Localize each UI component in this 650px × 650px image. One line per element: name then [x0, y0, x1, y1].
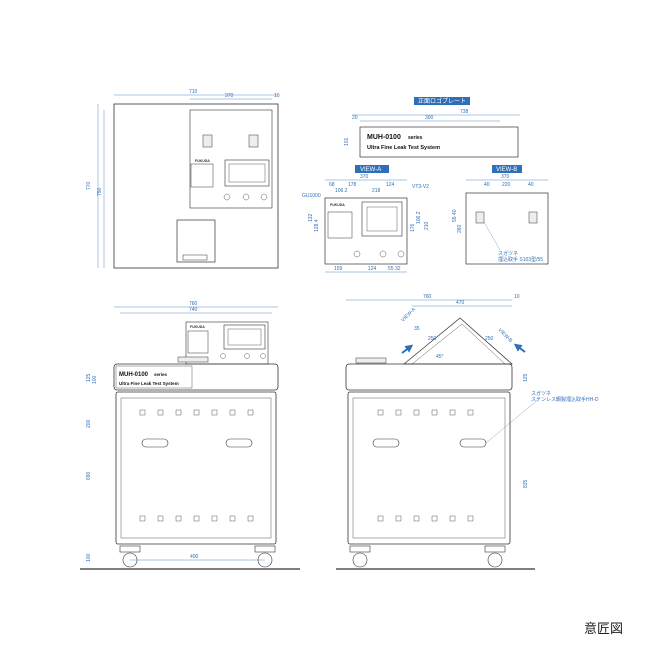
svg-text:690: 690: [86, 471, 92, 480]
svg-text:35: 35: [414, 326, 420, 332]
cabinet-side: [347, 391, 511, 545]
svg-text:200: 200: [86, 419, 92, 428]
svg-text:132: 132: [308, 213, 314, 222]
cabinet-front: [115, 391, 277, 545]
svg-text:45°: 45°: [436, 354, 444, 360]
svg-text:68: 68: [329, 182, 335, 188]
svg-text:40: 40: [484, 182, 490, 188]
svg-text:MUH-0100: MUH-0100: [119, 372, 149, 378]
svg-text:178: 178: [348, 182, 357, 188]
logo-plate-section: 正面ロゴプレート 738 300 20 MUH-0100 series Ultr…: [344, 97, 520, 158]
svg-text:125: 125: [523, 373, 529, 382]
logo-plate-badge: [414, 97, 470, 105]
front-elevation: 760 740 FUKUDA MUH-0100 series Ultra Fin…: [80, 301, 300, 570]
svg-text:176: 176: [410, 223, 416, 232]
view-a-face: [324, 197, 408, 265]
svg-text:106.2: 106.2: [416, 211, 422, 224]
svg-text:400: 400: [190, 554, 199, 560]
svg-text:250: 250: [428, 336, 437, 342]
svg-text:760: 760: [423, 294, 432, 300]
svg-text:スガツネ: スガツネ: [498, 250, 518, 257]
model-name-plate: [359, 126, 519, 158]
svg-text:ステンレス鋼製埋込取手HH-D: ステンレス鋼製埋込取手HH-D: [531, 396, 599, 403]
svg-text:series: series: [154, 372, 168, 377]
svg-text:series: series: [408, 135, 423, 141]
svg-text:正面ロゴプレート: 正面ロゴプレート: [418, 97, 466, 105]
svg-text:Ultra Fine Leak Test System: Ultra Fine Leak Test System: [119, 381, 179, 386]
view-b-panel: VIEW-B 370 40 220 40 260 55 40 スガツネ 埋込取手…: [452, 165, 549, 265]
svg-text:VIEW-A: VIEW-A: [360, 167, 381, 173]
handle-right-side: [459, 438, 487, 448]
svg-text:55 40: 55 40: [452, 209, 458, 222]
svg-text:MUH-0100: MUH-0100: [367, 134, 401, 141]
brand-logo-front: FUKUDA: [195, 159, 210, 163]
svg-text:220: 220: [502, 182, 511, 188]
front-top-view: FUKUDA 710 370 10 770 750: [86, 89, 280, 269]
svg-text:128.4: 128.4: [314, 219, 320, 232]
svg-text:750: 750: [97, 187, 103, 196]
svg-text:GU1000: GU1000: [302, 193, 321, 199]
svg-text:101: 101: [344, 137, 350, 146]
svg-text:125: 125: [86, 373, 92, 382]
svg-text:FUKUDA: FUKUDA: [190, 325, 205, 329]
view-b-face: [465, 192, 549, 265]
svg-text:710: 710: [189, 89, 198, 95]
svg-text:106.2: 106.2: [335, 188, 348, 194]
drawing-caption: 意匠図: [584, 621, 623, 636]
svg-text:218: 218: [372, 188, 381, 194]
main-display-front: [224, 159, 270, 187]
svg-text:VIEW-B: VIEW-B: [496, 167, 517, 173]
vent-holes-front: [139, 409, 254, 522]
svg-text:370: 370: [225, 93, 234, 99]
svg-text:250: 250: [485, 336, 494, 342]
svg-text:738: 738: [460, 109, 469, 115]
handle-left-side: [372, 438, 400, 448]
svg-text:VIEW-A: VIEW-A: [400, 306, 417, 323]
svg-text:20: 20: [352, 115, 358, 121]
svg-text:100: 100: [86, 553, 92, 562]
top-table-side: [345, 363, 513, 391]
casters-side: [349, 545, 506, 568]
view-a-panel: VIEW-A 370 68 178 124 106.2 218 VT3-V2 G…: [302, 165, 430, 273]
svg-text:スガツネ: スガツネ: [531, 390, 551, 397]
svg-text:VT3-V2: VT3-V2: [412, 184, 429, 190]
view-b-badge: [492, 165, 522, 173]
small-display-front: [190, 163, 214, 188]
svg-text:370: 370: [501, 174, 510, 180]
view-a-display: [361, 201, 403, 237]
svg-text:10: 10: [274, 93, 280, 99]
front-door: [176, 219, 216, 263]
svg-text:VIEW-B: VIEW-B: [497, 327, 514, 344]
svg-text:770: 770: [86, 181, 92, 190]
svg-text:260: 260: [457, 224, 463, 233]
top-table-front: [113, 363, 279, 391]
svg-text:300: 300: [425, 115, 434, 121]
svg-text:Ultra Fine Leak Test System: Ultra Fine Leak Test System: [367, 145, 440, 151]
svg-text:835: 835: [523, 479, 529, 488]
vent-holes-side: [377, 409, 474, 522]
svg-text:FUKUDA: FUKUDA: [330, 203, 345, 207]
handle-left-front: [141, 438, 169, 448]
svg-text:埋込取手 S103型/55: 埋込取手 S103型/55: [498, 256, 543, 263]
svg-text:40: 40: [528, 182, 534, 188]
handle-right-front: [225, 438, 253, 448]
svg-text:10: 10: [514, 294, 520, 300]
view-a-arrow: [401, 344, 414, 354]
svg-text:760: 760: [189, 301, 198, 307]
svg-text:370: 370: [360, 174, 369, 180]
svg-text:55 32: 55 32: [388, 266, 401, 272]
view-b-arrow: [513, 343, 526, 353]
svg-text:740: 740: [189, 307, 198, 313]
side-elevation: 760 470 10 45° 250 250 35 VIEW-A VIEW-B …: [336, 294, 599, 570]
svg-text:470: 470: [456, 300, 465, 306]
view-a-badge: [355, 165, 389, 173]
svg-text:159: 159: [334, 266, 343, 272]
svg-text:124: 124: [368, 266, 377, 272]
svg-text:100: 100: [92, 375, 98, 384]
svg-text:210: 210: [424, 221, 430, 230]
tilted-control-housing: [403, 317, 513, 365]
svg-text:124: 124: [386, 182, 395, 188]
